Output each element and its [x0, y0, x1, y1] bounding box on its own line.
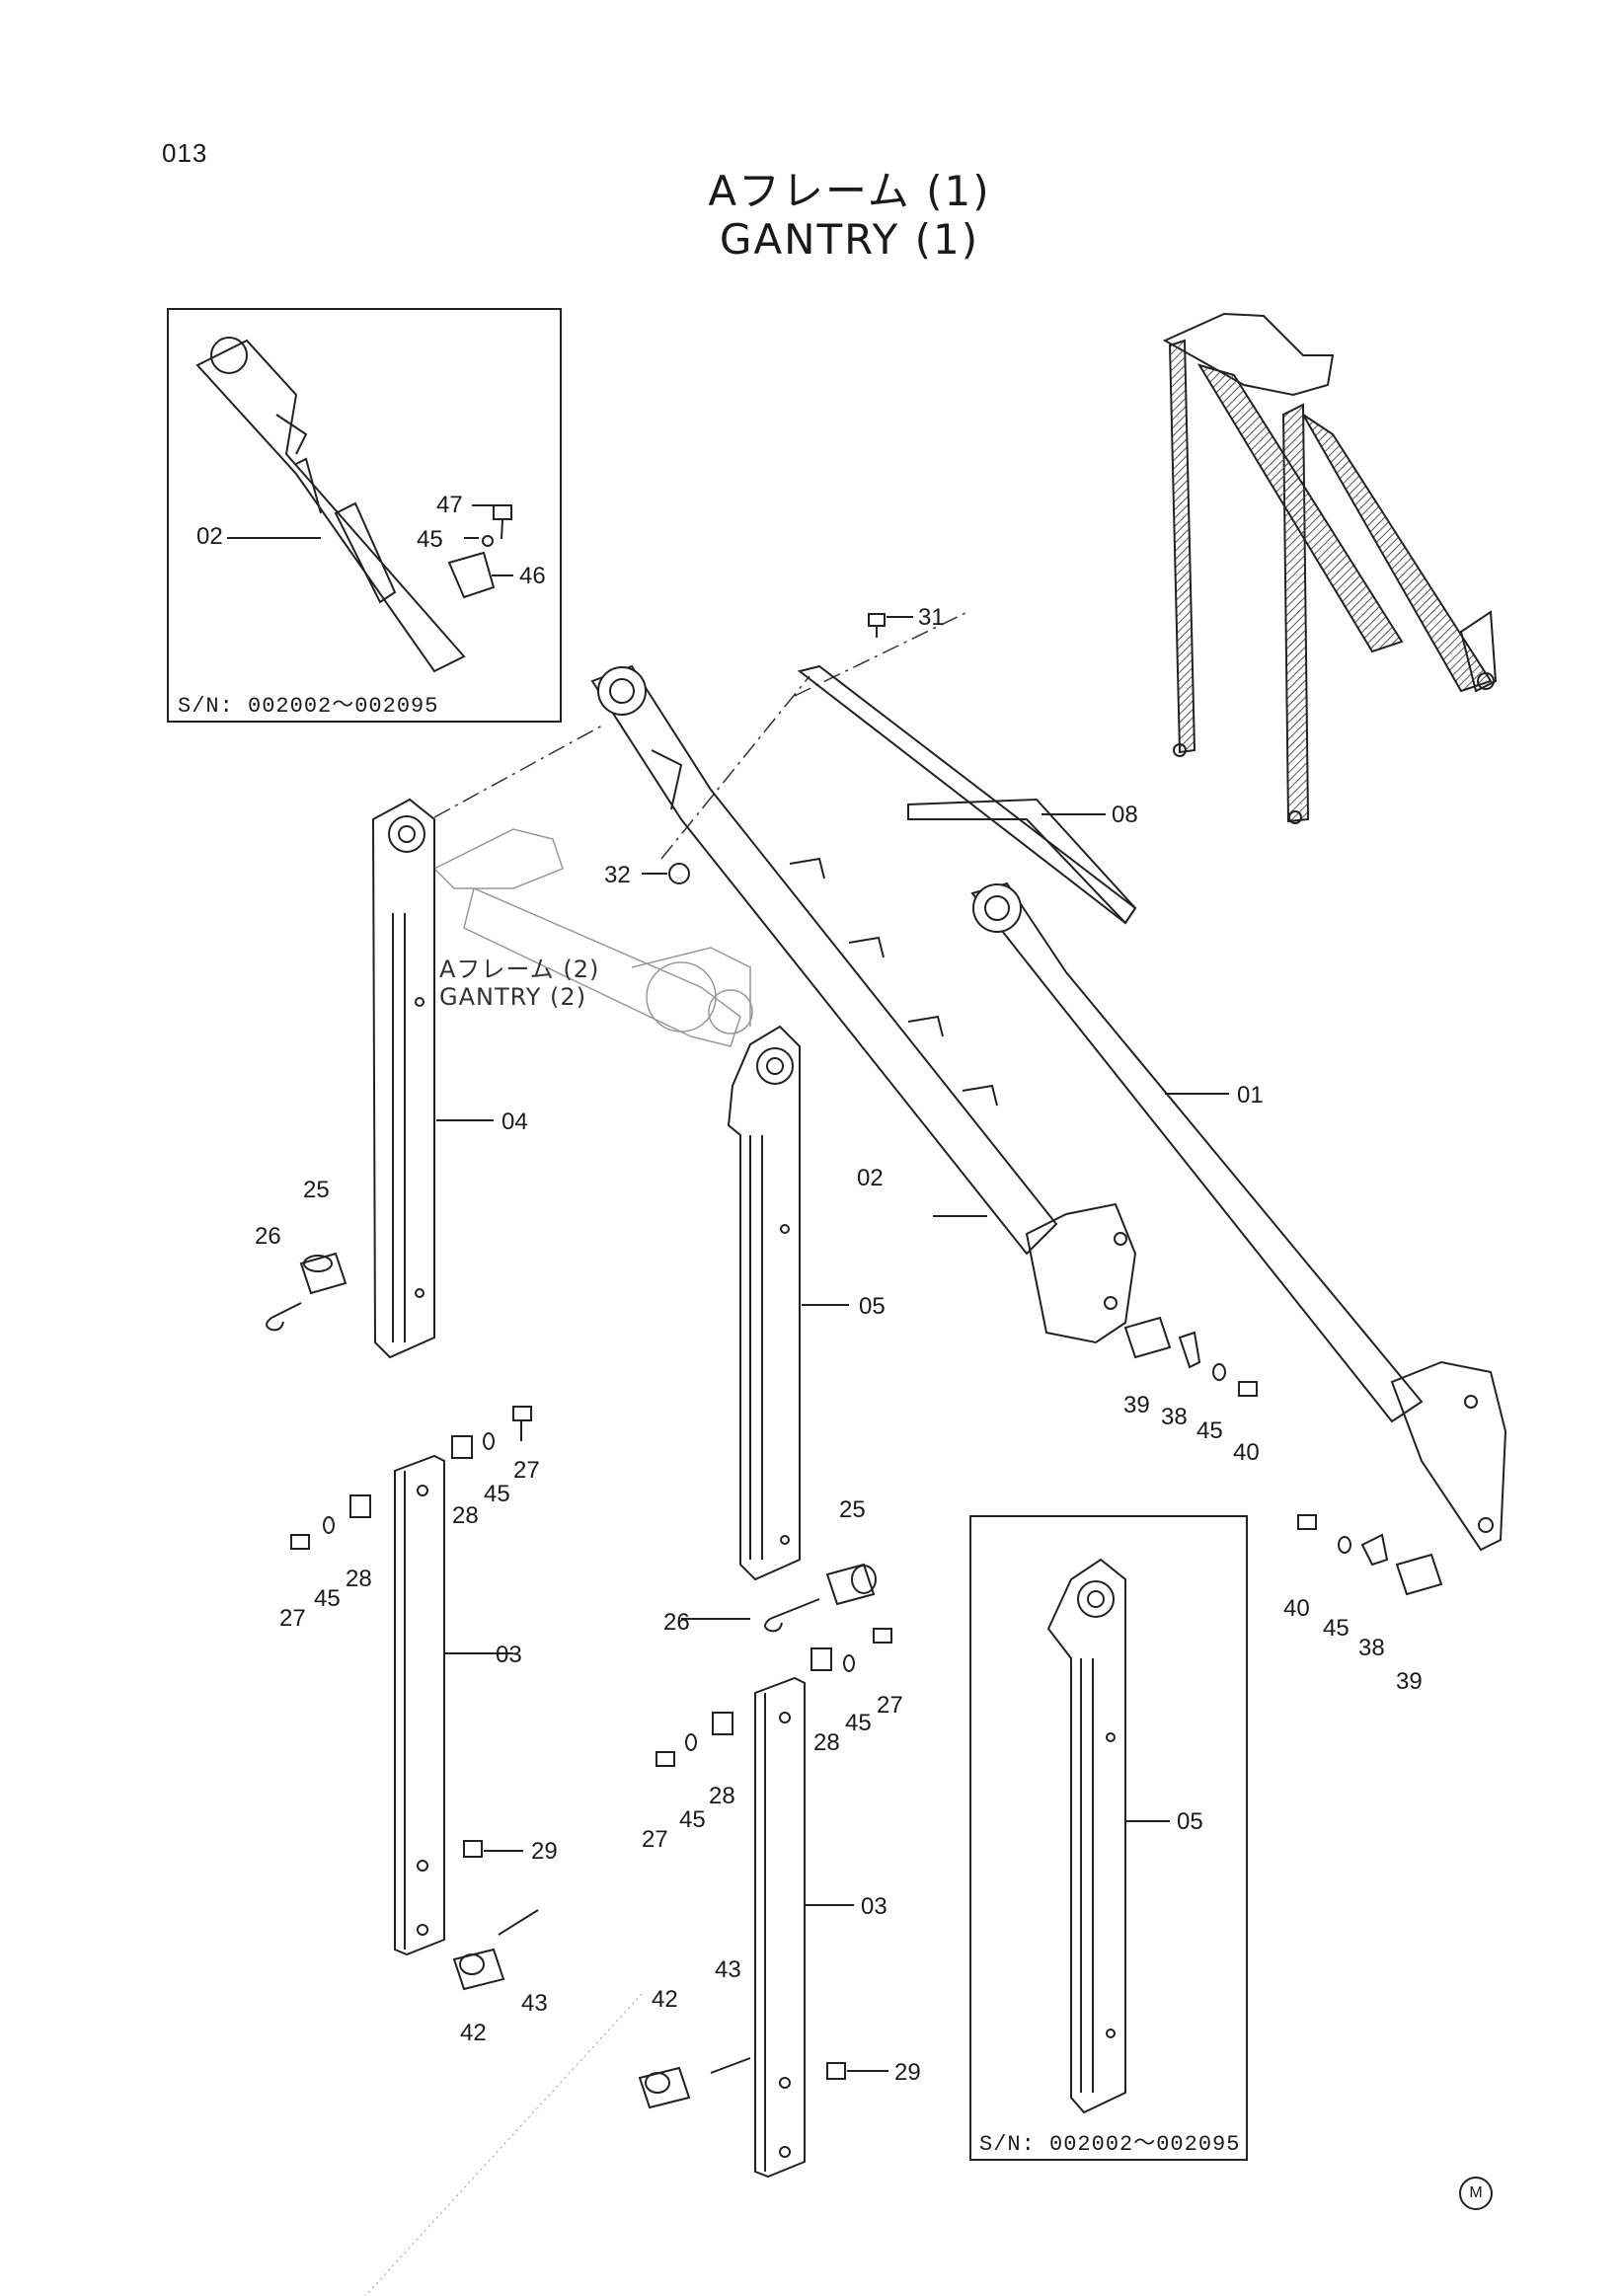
callout-26-left: 26	[255, 1223, 281, 1250]
block-29-center	[826, 2062, 846, 2080]
block-29-left	[463, 1840, 483, 1858]
cotter-43-left	[498, 1909, 539, 1936]
arm-02-main	[590, 664, 1137, 1344]
link-03-left	[394, 1454, 445, 1956]
callout-03-left: 03	[496, 1642, 522, 1668]
callout-27-c: 27	[877, 1692, 903, 1719]
link-05-main	[727, 1025, 801, 1581]
callout-40-a: 40	[1233, 1439, 1260, 1466]
callout-43-center: 43	[715, 1956, 741, 1983]
gantry-overview-illustration	[1162, 312, 1498, 824]
manufacturer-mark: M	[1459, 2177, 1493, 2210]
callout-43-left: 43	[521, 1990, 548, 2017]
gantry-2-ghost	[432, 828, 753, 1047]
callout-28-d: 28	[709, 1783, 735, 1809]
inset-top-bolt-47	[493, 504, 512, 540]
inset-top-arm-02	[195, 337, 466, 673]
callout-28-c: 28	[813, 1729, 840, 1756]
inset-top-serial: S/N: 002002～002095	[178, 694, 439, 719]
callout-45-d: 45	[1323, 1615, 1350, 1642]
callout-46: 46	[519, 563, 546, 589]
callout-08: 08	[1112, 802, 1138, 828]
pin-25-left	[299, 1252, 347, 1295]
arm-01	[970, 881, 1507, 1552]
leader-lines	[436, 616, 1229, 2072]
bolt-31	[868, 613, 886, 638]
page-title-english: GANTRY (1)	[719, 215, 980, 264]
cotter-26-center	[764, 1598, 820, 1633]
callout-27-d: 27	[642, 1826, 668, 1853]
pin-42-center	[638, 2066, 691, 2109]
page-number: 013	[162, 138, 208, 168]
callout-45-f: 45	[679, 1806, 706, 1833]
callout-32: 32	[604, 862, 631, 888]
callout-28-a: 28	[452, 1502, 479, 1529]
pin-42-left	[452, 1948, 505, 1991]
hardware-set-upper-left	[290, 1406, 532, 1550]
reference-label-jp: Aフレーム (2)	[439, 956, 600, 983]
callout-02-inset: 02	[196, 523, 223, 550]
callout-45-c: 45	[314, 1585, 341, 1612]
callout-04: 04	[501, 1109, 528, 1135]
callout-27-b: 27	[279, 1605, 306, 1632]
callout-47: 47	[436, 492, 463, 518]
callout-29-left: 29	[531, 1838, 558, 1865]
callout-45-inset: 45	[417, 526, 443, 553]
cotter-26-left	[266, 1302, 302, 1332]
callout-39-a: 39	[1123, 1392, 1150, 1418]
link-04	[371, 798, 435, 1359]
callout-31: 31	[918, 604, 945, 631]
callout-05-main: 05	[859, 1293, 886, 1320]
callout-38-a: 38	[1161, 1404, 1188, 1430]
guide-line-04-to-02	[433, 725, 603, 818]
guide-line-32-to-08	[660, 675, 810, 860]
inset-bottom-serial: S/N: 002002～002095	[979, 2132, 1241, 2157]
callout-28-b: 28	[346, 1566, 372, 1592]
inset-top-clip-46	[447, 535, 496, 599]
hardware-set-right-upper	[1123, 1316, 1258, 1397]
callout-26-center: 26	[663, 1609, 690, 1636]
dotted-trail	[364, 1993, 643, 2296]
callout-39-b: 39	[1396, 1668, 1423, 1695]
callout-25-center: 25	[839, 1496, 866, 1523]
pin-25-center	[825, 1563, 877, 1606]
cotter-43-center	[710, 2057, 751, 2074]
callout-38-b: 38	[1358, 1635, 1385, 1661]
callout-05-inset: 05	[1177, 1808, 1203, 1835]
reference-label-en: GANTRY (2)	[439, 983, 587, 1011]
inset-box-bottom	[969, 1515, 1248, 2161]
callout-45-a: 45	[1196, 1417, 1223, 1444]
inset-box-top	[167, 308, 562, 723]
callout-45-b: 45	[484, 1481, 510, 1507]
nut-32	[668, 863, 690, 884]
callout-01: 01	[1237, 1082, 1264, 1109]
page-title-japanese: Aフレーム (1)	[708, 167, 991, 215]
inset-bottom-link-05	[1046, 1558, 1126, 2114]
hardware-set-center	[656, 1628, 892, 1767]
callout-40-b: 40	[1283, 1595, 1310, 1622]
callout-02-main: 02	[857, 1165, 884, 1191]
callout-45-e: 45	[845, 1710, 872, 1736]
callout-25-left: 25	[303, 1177, 330, 1203]
link-03-center	[754, 1676, 806, 2179]
callout-29-center: 29	[894, 2059, 921, 2086]
plate-08	[797, 664, 1137, 925]
callout-27-a: 27	[513, 1457, 540, 1484]
hardware-set-right-lower	[1297, 1514, 1443, 1596]
callout-42-center: 42	[652, 1986, 678, 2013]
callout-42-left: 42	[460, 2020, 487, 2046]
callout-03-center: 03	[861, 1893, 887, 1920]
